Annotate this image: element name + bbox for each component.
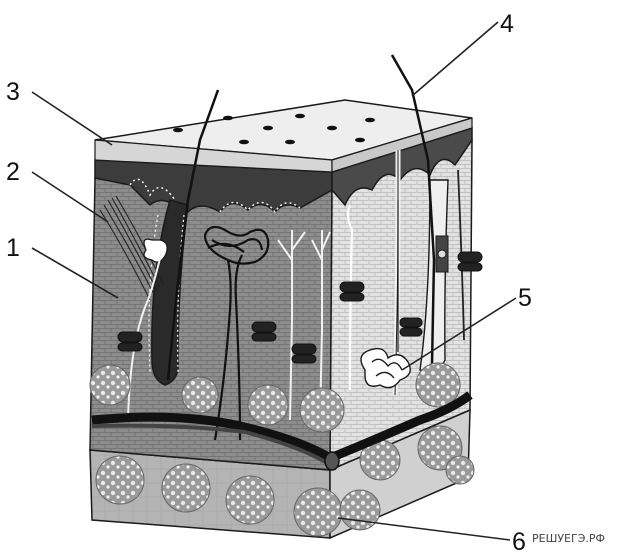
label-5-text: 5 xyxy=(518,284,532,312)
label-6-text: 6 xyxy=(512,528,526,556)
label-4: 4 xyxy=(412,10,514,96)
label-1-text: 1 xyxy=(6,234,20,262)
sebaceous-gland xyxy=(144,239,167,262)
watermark: РЕШУЕГЭ.РФ xyxy=(532,532,605,545)
label-2: 2 xyxy=(6,158,108,222)
label-4-text: 4 xyxy=(500,10,514,38)
label-3-text: 3 xyxy=(6,78,20,106)
label-3: 3 xyxy=(6,78,112,145)
label-2-text: 2 xyxy=(6,158,20,186)
